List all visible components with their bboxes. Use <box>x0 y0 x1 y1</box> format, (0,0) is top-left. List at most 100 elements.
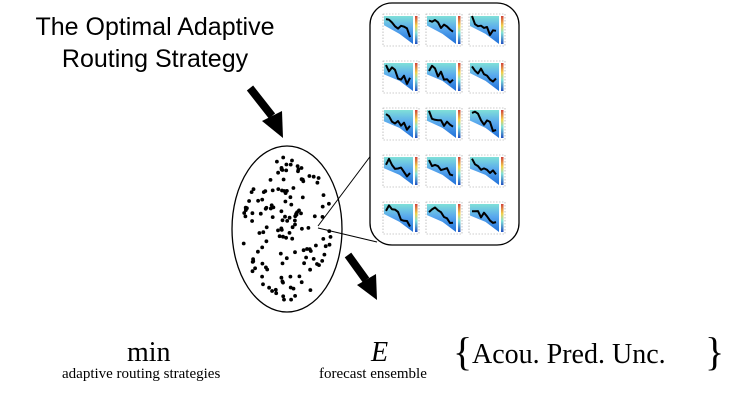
strategy-dot <box>281 155 286 160</box>
strategy-dot <box>307 174 312 178</box>
forecast-tile <box>382 60 420 94</box>
vehicle-path <box>428 159 454 177</box>
colorbar <box>501 63 504 91</box>
strategy-dot <box>260 197 265 202</box>
strategy-dot <box>282 297 286 302</box>
forecast-tile <box>425 201 463 235</box>
strategy-dot <box>285 219 290 223</box>
strategy-dot <box>247 199 252 203</box>
vehicle-path <box>471 15 497 36</box>
strategy-dot <box>279 209 284 214</box>
vehicle-path <box>471 65 497 83</box>
vehicle-path <box>471 110 497 133</box>
strategy-dot <box>317 263 321 267</box>
strategy-dot <box>327 242 332 247</box>
strategy-dot <box>300 226 304 231</box>
strategy-dot <box>273 287 278 292</box>
strategy-dot <box>304 255 308 260</box>
strategy-dot <box>291 286 296 291</box>
zoom-line-upper <box>317 149 376 227</box>
strategy-dot <box>320 204 325 209</box>
forecast-tile <box>468 154 506 188</box>
strategy-dot <box>256 198 260 203</box>
forecast-tile <box>468 201 506 235</box>
strategy-dot <box>320 215 325 219</box>
strategy-dot <box>260 274 264 279</box>
strategy-dot <box>269 203 274 208</box>
strategy-dot <box>293 218 297 223</box>
strategy-dot <box>284 256 289 261</box>
strategy-dot <box>276 170 280 175</box>
strategy-dot <box>295 164 300 169</box>
strategy-dot <box>261 282 265 287</box>
strategy-dot <box>253 266 257 271</box>
strategy-dot <box>306 226 311 230</box>
min-subscript: adaptive routing strategies <box>62 366 221 382</box>
strategy-dot <box>283 191 288 196</box>
colorbar <box>415 16 418 44</box>
strategy-dot <box>323 244 328 249</box>
sound-speed-field <box>470 157 499 185</box>
strategy-dot <box>314 243 318 248</box>
colorbar <box>458 204 461 232</box>
strategy-dot <box>261 230 266 235</box>
title-line-2: Routing Strategy <box>61 45 249 73</box>
strategy-dot <box>284 235 288 240</box>
strategy-dot <box>250 219 255 223</box>
vehicle-path <box>428 19 454 33</box>
strategy-dot <box>258 211 263 216</box>
strategy-dot <box>276 228 280 233</box>
colorbar <box>501 16 504 44</box>
strategy-dot <box>242 211 247 215</box>
strategy-dot <box>291 186 296 190</box>
strategy-dot <box>261 190 266 195</box>
strategy-dot <box>264 265 268 270</box>
strategy-dot <box>249 190 254 195</box>
strategy-dot <box>281 294 286 299</box>
forecast-tile <box>468 13 506 47</box>
strategy-dot <box>270 215 275 220</box>
forecast-tile <box>382 154 420 188</box>
sound-speed-field <box>470 16 499 44</box>
colorbar <box>458 157 461 185</box>
strategy-dot <box>299 166 304 170</box>
strategy-dot <box>280 261 285 266</box>
strategy-dot <box>276 187 281 192</box>
sound-speed-field <box>384 110 413 138</box>
strategy-dot <box>250 211 255 216</box>
strategy-dot <box>300 195 305 200</box>
strategy-dot <box>287 215 292 220</box>
strategy-dot <box>321 193 326 198</box>
strategy-dot <box>281 234 285 239</box>
strategy-dot <box>302 261 306 266</box>
strategy-dot <box>280 279 285 284</box>
vehicle-path <box>428 110 454 128</box>
sound-speed-field <box>427 157 456 185</box>
strategy-dot <box>307 247 312 252</box>
strategy-dot <box>322 252 327 257</box>
strategy-dot <box>264 205 269 210</box>
title-to-ellipse-arrow <box>246 85 283 138</box>
strategy-dot <box>251 257 256 261</box>
strategy-dot <box>327 201 331 206</box>
forecast-tile <box>425 13 463 47</box>
strategy-dot <box>288 195 293 200</box>
strategy-dot <box>301 179 306 184</box>
strategy-dot <box>243 205 248 210</box>
strategy-dot <box>328 235 333 239</box>
strategy-dot <box>256 249 260 254</box>
strategy-dot <box>293 294 297 298</box>
ensemble-forecast-grid <box>382 13 506 235</box>
strategy-dot <box>288 274 293 279</box>
forecast-tile <box>382 201 420 235</box>
strategy-dot <box>243 214 248 219</box>
strategy-dot <box>250 269 255 274</box>
vehicle-path <box>472 210 497 224</box>
strategy-dot <box>280 218 285 223</box>
colorbar <box>415 204 418 232</box>
strategy-dot <box>312 214 317 219</box>
strategy-dot <box>308 267 312 272</box>
sound-speed-field <box>384 204 413 232</box>
colorbar <box>458 63 461 91</box>
